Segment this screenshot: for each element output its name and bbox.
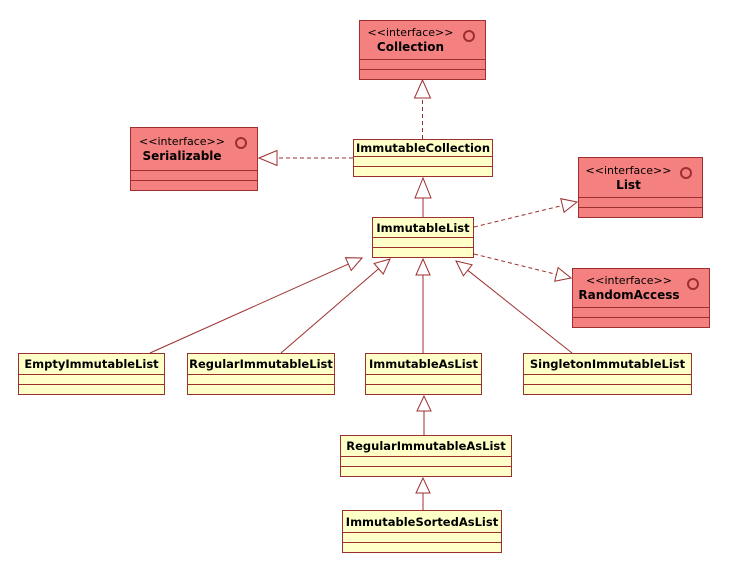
edge-immutablecollection-implements-serializable: [257, 149, 353, 167]
stereotype-label: <<interface>>: [586, 274, 672, 287]
attributes-compartment: [343, 532, 501, 542]
class-node-immutableaslist[interactable]: ImmutableAsList: [365, 353, 482, 395]
edge-singletonimmutablelist-extends-immutablelist: [455, 260, 573, 354]
interface-circle-icon: [680, 167, 692, 179]
attributes-compartment: [573, 307, 709, 317]
operations-compartment: [366, 384, 481, 394]
class-name-label: List: [616, 177, 641, 192]
edge-line: [473, 205, 563, 228]
class-node-regularimmutableaslist[interactable]: RegularImmutableAsList: [340, 435, 512, 477]
class-node-collection[interactable]: <<interface>> Collection: [359, 20, 486, 80]
hollow-triangle-arrowhead: [455, 260, 473, 277]
class-name-label: ImmutableSortedAsList: [345, 514, 499, 529]
class-node-immutablelist[interactable]: ImmutableList: [372, 217, 474, 258]
hollow-triangle-arrowhead: [344, 257, 364, 272]
attributes-compartment: [579, 197, 702, 207]
class-node-serializable[interactable]: <<interface>> Serializable: [130, 127, 258, 191]
attributes-compartment: [341, 456, 511, 466]
operations-compartment: [343, 542, 501, 552]
name-compartment: ImmutableAsList: [366, 354, 481, 374]
attributes-compartment: [373, 237, 473, 247]
attributes-compartment: [366, 374, 481, 384]
attributes-compartment: [524, 374, 691, 384]
class-node-regularimmutablelist[interactable]: RegularImmutableList: [187, 353, 335, 395]
name-compartment: <<interface>> Collection: [360, 21, 485, 59]
edge-immutablelist-implements-randomaccess: [473, 253, 573, 282]
edge-regularimmutablelist-extends-immutablelist: [280, 258, 391, 354]
class-name-label: SingletonImmutableList: [529, 357, 686, 371]
hollow-triangle-arrowhead: [414, 176, 432, 199]
hollow-triangle-arrowhead: [415, 476, 431, 494]
stereotype-label: <<interface>>: [585, 163, 672, 177]
edge-immutableaslist-extends-immutablelist: [415, 257, 431, 353]
operations-compartment: [341, 466, 511, 476]
class-name-label: RegularImmutableList: [189, 357, 333, 371]
attributes-compartment: [131, 170, 257, 180]
class-name-label: RandomAccess: [578, 288, 680, 302]
name-compartment: ImmutableSortedAsList: [343, 511, 501, 532]
operations-compartment: [354, 166, 492, 176]
hollow-triangle-arrowhead: [373, 258, 391, 276]
class-node-randomaccess[interactable]: <<interface>> RandomAccess: [572, 268, 710, 328]
operations-compartment: [579, 207, 702, 217]
class-name-label: Collection: [376, 40, 445, 54]
interface-circle-icon: [463, 30, 475, 42]
attributes-compartment: [19, 374, 164, 384]
name-compartment: EmptyImmutableList: [19, 354, 164, 374]
operations-compartment: [19, 384, 164, 394]
name-compartment: SingletonImmutableList: [524, 354, 691, 374]
attributes-compartment: [188, 374, 334, 384]
edge-immutablelist-extends-immutablecollection: [414, 176, 432, 217]
hollow-triangle-arrowhead: [560, 198, 579, 214]
edge-emptyimmutablelist-extends-immutablelist: [149, 257, 364, 354]
hollow-triangle-arrowhead: [416, 394, 432, 412]
class-name-label: ImmutableAsList: [368, 357, 479, 371]
operations-compartment: [188, 384, 334, 394]
edge-line: [149, 263, 349, 354]
name-compartment: <<interface>> Serializable: [131, 128, 257, 170]
hollow-triangle-arrowhead: [257, 149, 278, 167]
class-name-label: Serializable: [142, 149, 222, 163]
class-node-immutablecollection[interactable]: ImmutableCollection: [353, 139, 493, 177]
edge-immutablelist-implements-list: [473, 198, 579, 228]
name-compartment: <<interface>> RandomAccess: [573, 269, 709, 307]
operations-compartment: [573, 317, 709, 327]
class-name-label: ImmutableList: [376, 220, 470, 235]
stereotype-label: <<interface>>: [139, 135, 225, 148]
operations-compartment: [360, 69, 485, 79]
name-compartment: ImmutableCollection: [354, 140, 492, 156]
class-name-label: EmptyImmutableList: [24, 357, 159, 371]
edge-immutablesortedaslist-extends-regularimmutableaslist: [415, 476, 431, 510]
edge-regularimmutableaslist-extends-immutableaslist: [416, 394, 432, 435]
hollow-triangle-arrowhead: [415, 257, 431, 276]
hollow-triangle-arrowhead: [413, 78, 432, 99]
name-compartment: RegularImmutableAsList: [341, 436, 511, 456]
class-node-singletonimmutablelist[interactable]: SingletonImmutableList: [523, 353, 692, 395]
interface-circle-icon: [235, 137, 247, 149]
class-node-list[interactable]: <<interface>> List: [578, 157, 703, 218]
hollow-triangle-arrowhead: [554, 266, 573, 282]
attributes-compartment: [354, 156, 492, 166]
edge-immutablecollection-implements-collection: [413, 78, 432, 139]
operations-compartment: [524, 384, 691, 394]
class-node-immutablesortedaslist[interactable]: ImmutableSortedAsList: [342, 510, 502, 553]
class-name-label: ImmutableCollection: [355, 141, 491, 155]
class-node-emptyimmutablelist[interactable]: EmptyImmutableList: [18, 353, 165, 395]
edge-line: [280, 268, 379, 354]
attributes-compartment: [360, 59, 485, 69]
edge-line: [473, 253, 557, 275]
class-name-label: RegularImmutableAsList: [346, 439, 506, 453]
name-compartment: ImmutableList: [373, 218, 473, 237]
operations-compartment: [373, 247, 473, 257]
name-compartment: <<interface>> List: [579, 158, 702, 197]
name-compartment: RegularImmutableList: [188, 354, 334, 374]
edge-line: [467, 269, 573, 354]
operations-compartment: [131, 180, 257, 190]
stereotype-label: <<interface>>: [367, 26, 454, 39]
interface-circle-icon: [687, 278, 699, 290]
